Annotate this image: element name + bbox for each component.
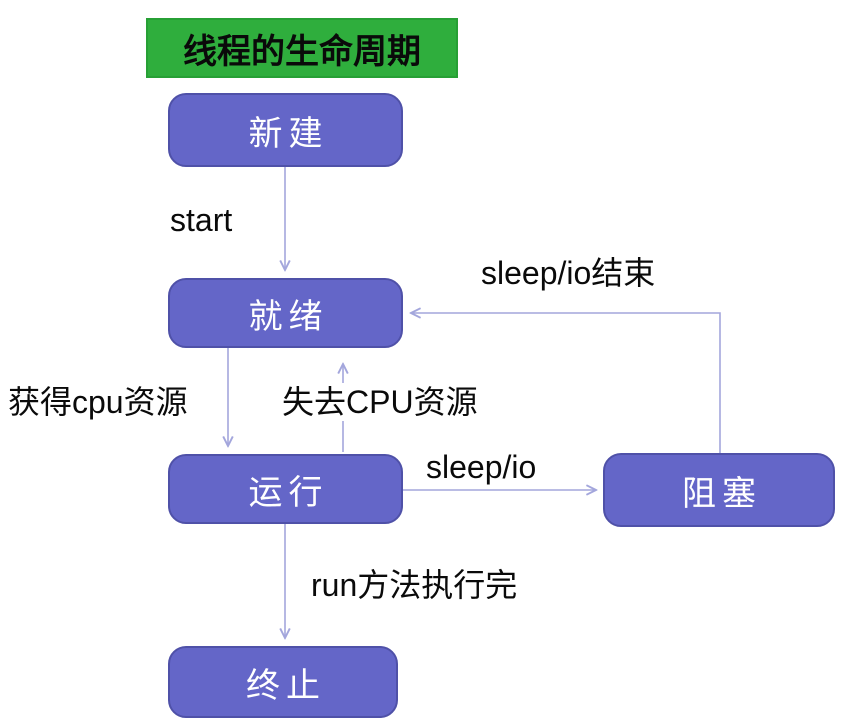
edge-label-acquire-cpu: 获得cpu资源 bbox=[8, 383, 188, 421]
state-node-new: 新建 bbox=[168, 93, 403, 167]
state-node-ready-label: 就绪 bbox=[248, 297, 329, 336]
edge-label-lose-cpu: 失去CPU资源 bbox=[278, 383, 482, 421]
diagram-title: 线程的生命周期 bbox=[146, 18, 458, 78]
diagram-title-text: 线程的生命周期 bbox=[183, 32, 421, 71]
state-node-new-label: 新建 bbox=[248, 114, 329, 153]
edge-label-sleep-io: sleep/io bbox=[426, 448, 537, 486]
edge-label-run-done: run方法执行完 bbox=[311, 566, 518, 604]
edge-label-sleep-io-end: sleep/io结束 bbox=[481, 254, 656, 292]
state-node-running: 运行 bbox=[168, 454, 403, 524]
edge-label-start: start bbox=[170, 201, 233, 239]
edge-blocked-to-ready-arrow bbox=[411, 313, 721, 453]
state-node-blocked-label: 阻塞 bbox=[682, 474, 762, 513]
state-node-running-label: 运行 bbox=[248, 473, 329, 512]
state-node-ready: 就绪 bbox=[168, 278, 403, 348]
state-node-terminated-label: 终止 bbox=[246, 666, 326, 705]
state-node-blocked: 阻塞 bbox=[603, 453, 835, 527]
state-node-terminated: 终止 bbox=[168, 646, 398, 718]
